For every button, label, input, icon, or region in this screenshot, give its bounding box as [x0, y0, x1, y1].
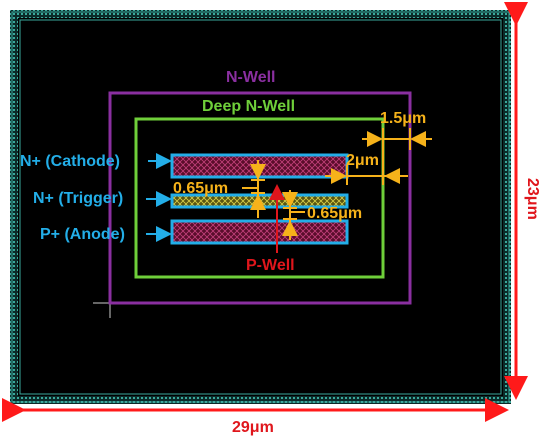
deep-n-well-label: Deep N-Well	[202, 98, 295, 115]
n-plus-cathode-region	[170, 153, 349, 179]
p-plus-anode-region	[170, 219, 349, 245]
spacing-1p5um-label: 1.5μm	[380, 110, 426, 127]
gap-bottom-label: 0.65μm	[307, 205, 362, 222]
gap-top-label: 0.65μm	[173, 180, 228, 197]
width-dimension-label: 29μm	[232, 419, 274, 436]
deep-n-well-region	[134, 117, 385, 279]
guard-ring-inner-line	[19, 19, 502, 395]
n-plus-cathode-label: N+ (Cathode)	[20, 153, 120, 170]
n-plus-trigger-label: N+ (Trigger)	[33, 190, 123, 207]
spacing-2um-label: 2μm	[346, 152, 379, 169]
p-well-label: P-Well	[246, 257, 295, 274]
p-plus-anode-label: P+ (Anode)	[40, 226, 125, 243]
n-well-label: N-Well	[226, 69, 275, 86]
n-well-region	[108, 91, 412, 305]
height-dimension-label: 23μm	[524, 178, 541, 220]
